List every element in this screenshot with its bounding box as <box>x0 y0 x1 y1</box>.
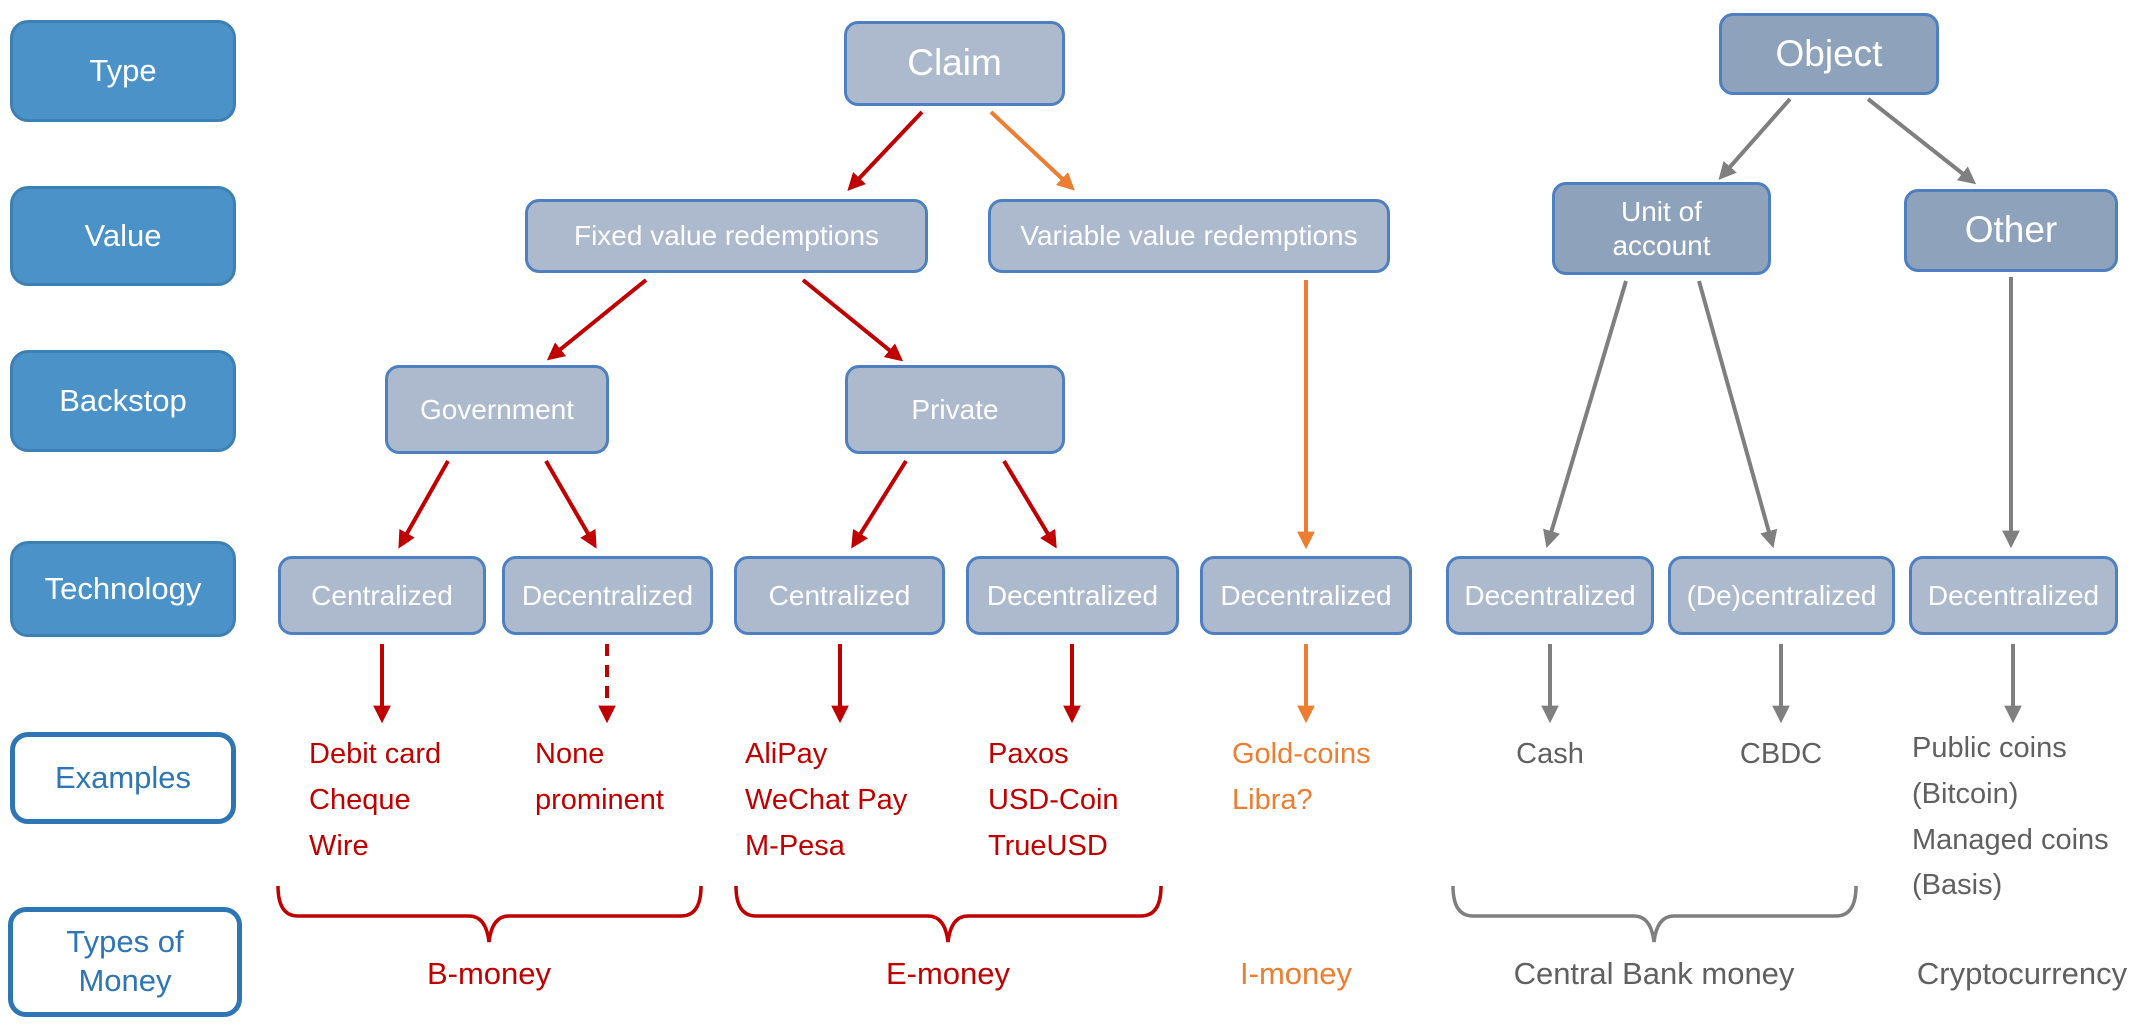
node-centralized-government: Centralized <box>278 556 486 635</box>
node-fixed-value-redemptions: Fixed value redemptions <box>525 199 928 273</box>
arrow-private-to-decentralized <box>1002 459 1057 549</box>
row-label-types-of-money: Types of Money <box>8 907 242 1017</box>
examples-b-money-decentralized: None prominent <box>535 738 664 816</box>
examples-b-money-centralized: Debit card Cheque Wire <box>309 738 442 862</box>
brace-e-money <box>734 885 1163 943</box>
node-unit-of-account-text: Unit of account <box>1612 195 1711 261</box>
arrow-fixed-to-government <box>546 278 648 361</box>
arrow-claim-to-fixed <box>847 110 924 191</box>
node-decentralized-crypto: Decentralized <box>1909 556 2118 635</box>
arrow-object-to-unit-of-account <box>1718 97 1792 180</box>
money-type-central-bank-money: Central Bank money <box>1513 956 1795 991</box>
row-label-type: Type <box>10 20 236 122</box>
node-object-text: Object <box>1775 32 1883 74</box>
examples-cryptocurrency: Public coins (Bitcoin) Managed coins (Ba… <box>1912 732 2109 902</box>
node-decentralized-variable-text: Decentralized <box>1220 579 1392 611</box>
node-decentralized-government-text: Decentralized <box>521 579 694 611</box>
examples-e-money-centralized: AliPay WeChat Pay M-Pesa <box>745 738 908 862</box>
node-unit-of-account: Unit of account <box>1552 182 1771 275</box>
examples-i-money: Gold-coins Libra? <box>1232 738 1371 816</box>
node-variable-text: Variable value redemptions <box>1020 220 1358 252</box>
node-object: Object <box>1719 13 1939 95</box>
row-label-backstop-text: Backstop <box>59 382 187 418</box>
node-centralized-government-text: Centralized <box>311 579 453 611</box>
money-type-b-money: B-money <box>426 956 552 991</box>
arrow-unit-to-decentralized-cbdc <box>1697 280 1778 549</box>
arrow-unit-to-decentralized <box>1543 280 1628 549</box>
examples-cash: Cash <box>1516 738 1584 770</box>
row-label-technology: Technology <box>10 541 236 637</box>
node-private-text: Private <box>911 393 999 425</box>
arrow-fixed-to-private <box>801 278 904 362</box>
arrow-claim-to-variable <box>989 110 1075 191</box>
node-government-text: Government <box>419 393 575 425</box>
node-claim: Claim <box>844 21 1065 106</box>
node-decentralized-variable: Decentralized <box>1200 556 1412 635</box>
node-fixed-text: Fixed value redemptions <box>573 220 880 252</box>
money-type-e-money: E-money <box>885 956 1011 991</box>
row-label-backstop: Backstop <box>10 350 236 452</box>
node-decentralized-cash-text: Decentralized <box>1464 579 1636 611</box>
node-decentralized-cash: Decentralized <box>1446 556 1654 635</box>
arrow-object-to-other <box>1866 97 1977 185</box>
node-claim-text: Claim <box>907 42 1002 84</box>
node-other: Other <box>1904 189 2118 272</box>
arrow-government-to-decentralized <box>544 459 597 549</box>
node-decentralized-cbdc: (De)centralized <box>1668 556 1895 635</box>
row-label-examples-text: Examples <box>54 759 192 795</box>
examples-e-money-decentralized: Paxos USD-Coin TrueUSD <box>988 738 1119 862</box>
node-decentralized-private-text: Decentralized <box>986 579 1159 611</box>
arrow-government-to-centralized <box>398 460 450 549</box>
node-other-text: Other <box>1964 209 2058 251</box>
brace-central-bank-money <box>1451 885 1858 943</box>
row-label-value: Value <box>10 186 236 286</box>
row-label-examples: Examples <box>10 732 236 824</box>
money-type-cryptocurrency: Cryptocurrency <box>1916 956 2128 991</box>
row-label-value-text: Value <box>84 217 162 253</box>
row-label-technology-text: Technology <box>44 570 202 606</box>
money-type-i-money: I-money <box>1240 956 1352 991</box>
brace-b-money <box>276 885 703 943</box>
node-government: Government <box>385 365 609 454</box>
node-private: Private <box>845 365 1065 454</box>
arrow-private-to-centralized <box>851 459 908 549</box>
node-decentralized-cbdc-text: (De)centralized <box>1686 579 1877 611</box>
node-decentralized-crypto-text: Decentralized <box>1927 579 2100 611</box>
node-decentralized-government: Decentralized <box>502 556 713 635</box>
row-label-type-text: Type <box>89 52 157 88</box>
row-label-types-of-money-text: Types of Money <box>66 924 184 998</box>
node-centralized-private: Centralized <box>734 556 945 635</box>
node-variable-value-redemptions: Variable value redemptions <box>988 199 1390 273</box>
examples-cbdc: CBDC <box>1739 738 1823 770</box>
node-decentralized-private: Decentralized <box>966 556 1179 635</box>
node-centralized-private-text: Centralized <box>768 579 911 611</box>
